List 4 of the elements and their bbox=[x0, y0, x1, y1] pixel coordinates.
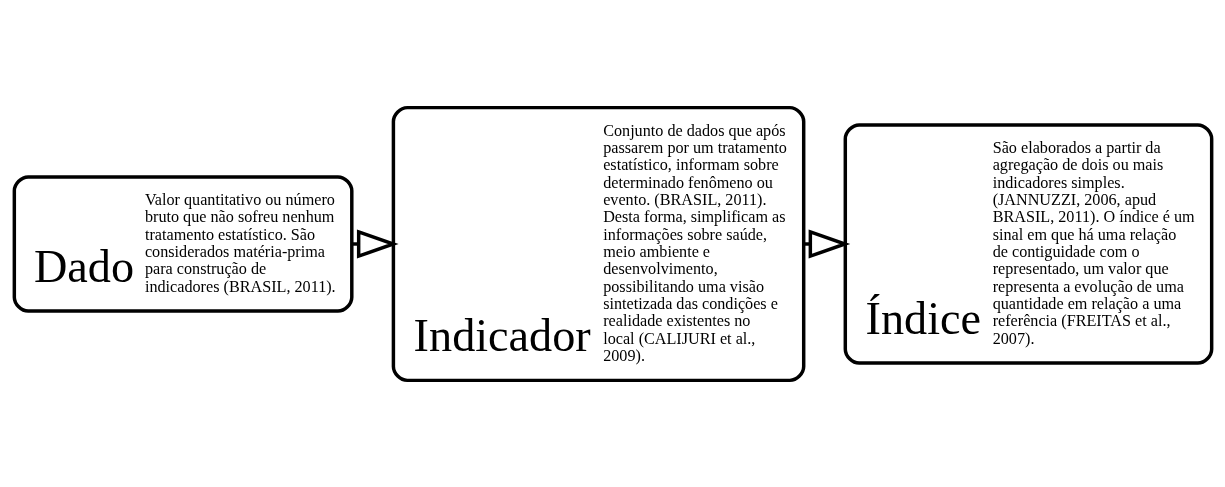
node-box: Índice São elaborados a partir da agregação de dois ou mais indicadores simples. (JANNUZZI, 2006, apud BRASIL, 2011). O índice é um sinal em que há uma relação de contiguidade com o representado, um valor que representa a evolução de uma quantidade em relação a uma referência (FREITAS et al., 2007). bbox=[843, 122, 1213, 365]
arrow bbox=[803, 228, 850, 259]
node-box: Dado Valor quantitativo ou número bruto que não sofreu nenhum tratamento estatístico. São considerados matéria-prima para construção de indicadores (BRASIL, 2011). bbox=[12, 174, 354, 313]
arrow bbox=[351, 228, 399, 259]
